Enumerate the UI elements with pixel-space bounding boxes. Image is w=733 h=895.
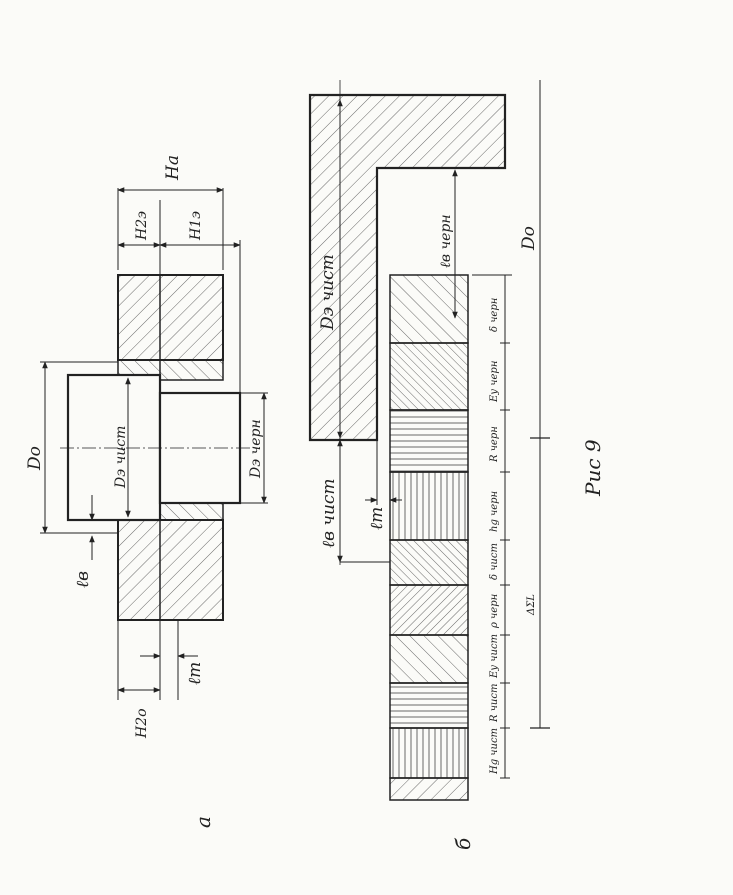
layer-label: Eу черн [489,361,500,403]
layer-ticks [500,342,510,779]
core-block-upper [117,274,224,361]
layer-delta-chern [389,274,469,344]
label-lb-chist: ℓв чист [319,478,339,548]
layer-label: δ черн [489,298,500,332]
layer-label: δ чист [489,543,500,580]
layer-delta-chist [389,539,469,586]
label-lt-b: ℓт [367,507,387,530]
label-do: Dо [25,446,45,471]
panel-a: Hа H2э H1э Dо Dэ чист Dэ черн ℓв H2о [25,155,268,828]
layer-label: Eу чист [489,634,500,679]
label-h1e: H1э [188,211,204,241]
label-h2e: H2э [134,211,150,241]
label-delta: ΔΣL [526,594,537,616]
label-lb: ℓв [73,571,93,588]
label-lb-chern: ℓв черн [438,214,454,268]
layer-ey-chist [389,634,469,684]
panel-b: Dэ чист δ черн Eу черн R черн hg черн δ … [308,80,550,850]
layer-hg-chist [389,727,469,779]
label-de-chern: Dэ черн [248,419,264,479]
label-ha: Hа [163,155,183,181]
layer-label: R чист [489,684,500,723]
label-de-chist: Dэ чист [113,426,129,489]
layer-bottom [389,777,469,801]
layer-rho-chern [389,584,469,636]
panel-a-label: а [191,816,215,828]
label-h2o: H2о [134,708,150,739]
figure-caption: Рис 9 [581,439,605,497]
layer-r-chist [389,682,469,729]
layer-label: R черн [489,426,500,463]
label-lt: ℓт [185,662,205,685]
electrode-large [66,373,162,522]
layer-labels: δ черн Eу черн R черн hg черн δ чист ρ ч… [489,298,500,775]
layer-label: Hg чист [489,728,500,775]
core-block-lower [117,519,224,621]
layer-ey-chern [389,342,469,411]
panel-b-label: б [451,837,475,850]
layer-label: ρ черн [489,594,500,629]
layer-r-chern [389,409,469,473]
layer-hg-chern [389,471,469,541]
label-do-b: Dо [519,226,539,251]
layer-label: hg черн [489,491,500,532]
core-l-shape [308,93,507,442]
label-de-chist-b: Dэ чист [318,254,338,331]
